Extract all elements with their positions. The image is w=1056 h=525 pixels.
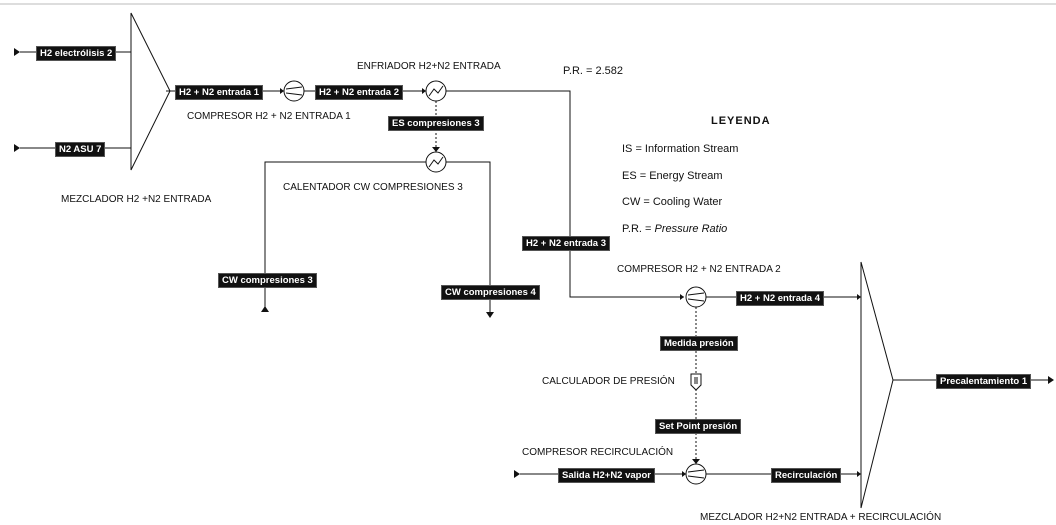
legend-item-cw: CW = Cooling Water <box>622 196 723 208</box>
stream-line-cw-3 <box>264 161 426 312</box>
compresor-entrada-1-icon[interactable] <box>283 80 305 102</box>
mezclador-entrada-shape[interactable] <box>130 12 171 171</box>
tag-h2n2-entrada-2[interactable]: H2 + N2 entrada 2 <box>315 85 403 100</box>
legend-item-is: IS = Information Stream <box>622 143 739 155</box>
tag-cw-compresiones-4[interactable]: CW compresiones 4 <box>441 285 540 300</box>
stream-line-cw-4 <box>446 161 491 312</box>
stream-line-entrada-3 <box>446 90 684 298</box>
arrow-in-n2 <box>14 144 20 152</box>
label-mezclador-recirculacion: MEZCLADOR H2+N2 ENTRADA + RECIRCULACIÓN <box>700 512 942 523</box>
arrow-cw-4-out <box>486 312 494 318</box>
compresor-recirculacion-icon[interactable] <box>685 463 707 485</box>
tag-h2n2-entrada-3[interactable]: H2 + N2 entrada 3 <box>522 236 610 251</box>
arrow-to-compressor-2 <box>680 294 684 300</box>
calentador-cw-icon[interactable] <box>425 151 447 173</box>
arrow-to-compressor-recirc <box>682 471 686 477</box>
tag-h2n2-entrada-4[interactable]: H2 + N2 entrada 4 <box>736 291 824 306</box>
calculador-presion-icon[interactable] <box>690 373 702 391</box>
tag-medida-presion[interactable]: Medida presión <box>660 336 738 351</box>
label-enfriador: ENFRIADOR H2+N2 ENTRADA <box>357 61 501 72</box>
label-calentador-cw: CALENTADOR CW COMPRESIONES 3 <box>283 182 463 193</box>
arrow-to-mixer-2-b <box>857 471 861 477</box>
pressure-ratio-label: P.R. = 2.582 <box>563 65 624 77</box>
arrow-to-mixer-2-a <box>857 294 861 300</box>
label-compresor-recirculacion: COMPRESOR RECIRCULACIÓN <box>522 447 674 458</box>
legend-item-pr-meaning: Pressure Ratio <box>654 223 728 235</box>
label-calculador-presion: CALCULADOR DE PRESIÓN <box>542 376 675 387</box>
arrow-cw-3-in <box>261 306 269 312</box>
arrow-energy <box>432 147 440 152</box>
tag-salida-vapor[interactable]: Salida H2+N2 vapor <box>558 468 655 483</box>
arrow-out-precalentamiento <box>1048 376 1054 384</box>
arrow-in-salida-vapor <box>514 470 520 478</box>
label-compresor-entrada-1: COMPRESOR H2 + N2 ENTRADA 1 <box>187 111 351 122</box>
tag-precalentamiento[interactable]: Precalentamiento 1 <box>936 374 1032 389</box>
tag-n2-asu[interactable]: N2 ASU 7 <box>55 142 106 157</box>
tag-es-compresiones[interactable]: ES compresiones 3 <box>388 116 484 131</box>
legend-item-pr: P.R. = Pressure Ratio <box>622 223 727 235</box>
tag-h2n2-entrada-1[interactable]: H2 + N2 entrada 1 <box>175 85 263 100</box>
tag-h2-electrolisis[interactable]: H2 electrólisis 2 <box>36 46 117 61</box>
compresor-entrada-2-icon[interactable] <box>685 286 707 308</box>
legend-item-es: ES = Energy Stream <box>622 170 723 182</box>
legend-item-pr-key: P.R. = <box>622 223 655 235</box>
arrow-setpoint <box>692 459 700 464</box>
tag-cw-compresiones-3[interactable]: CW compresiones 3 <box>218 273 317 288</box>
tag-set-point-presion[interactable]: Set Point presión <box>655 419 742 434</box>
label-compresor-entrada-2: COMPRESOR H2 + N2 ENTRADA 2 <box>617 264 781 275</box>
tag-recirculacion[interactable]: Recirculación <box>771 468 842 483</box>
arrow-to-compressor-1 <box>280 88 284 94</box>
legend-title: LEYENDA <box>711 115 771 127</box>
arrow-in-h2 <box>14 48 20 56</box>
arrow-to-cooler <box>422 88 426 94</box>
enfriador-icon[interactable] <box>425 80 447 102</box>
mezclador-recirculacion-shape[interactable] <box>860 261 894 509</box>
label-mezclador-entrada: MEZCLADOR H2 +N2 ENTRADA <box>61 194 212 205</box>
